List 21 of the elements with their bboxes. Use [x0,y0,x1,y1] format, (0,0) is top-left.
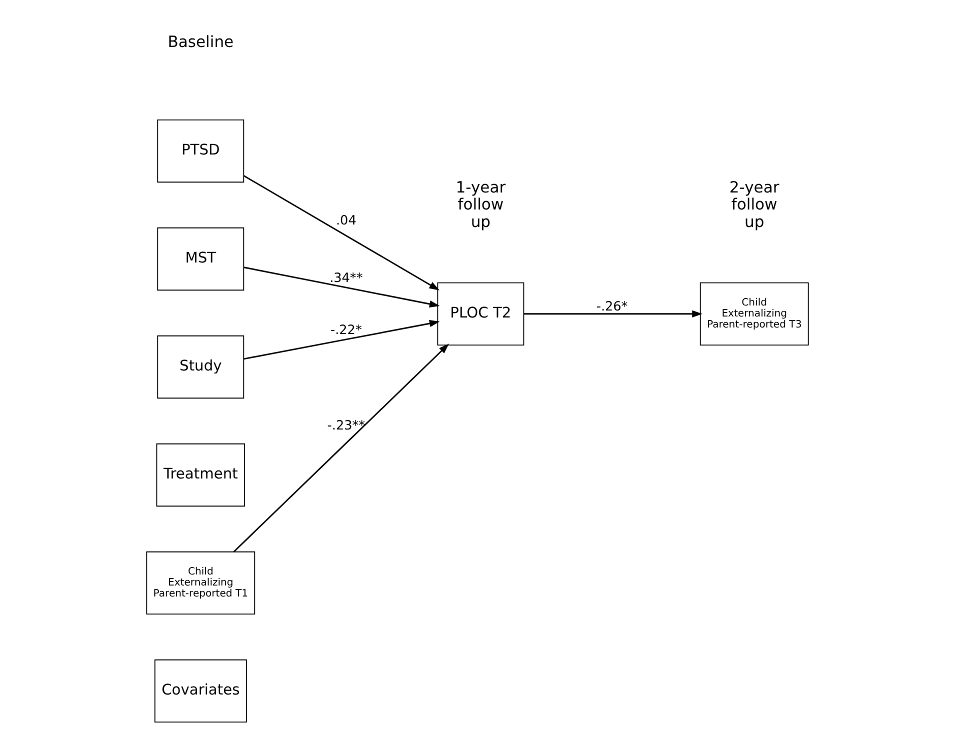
edge-label: .34** [330,271,363,286]
label: 2-year follow up [729,178,780,232]
edge-label: .04 [336,213,356,228]
arrow [243,175,440,290]
arrow [244,320,440,360]
arrow [244,266,440,308]
node-box: Study [157,335,244,399]
node-box: MST [157,227,244,291]
label: 1-year follow up [456,178,506,232]
node-box: PLOC T2 [437,282,524,346]
edge-label: -.26* [596,299,628,314]
node-box: Child Externalizing Parent-reported T1 [146,551,256,615]
label: Baseline [168,32,234,51]
node-box: PTSD [157,119,244,183]
node-box: Treatment [156,443,246,507]
arrow [524,310,702,318]
edge-label: -.22* [330,323,362,338]
arrow [233,344,450,552]
edge-label: -.23** [327,418,366,434]
node-box: Child Externalizing Parent-reported T3 [700,282,809,346]
node-box: Covariates [154,659,247,723]
